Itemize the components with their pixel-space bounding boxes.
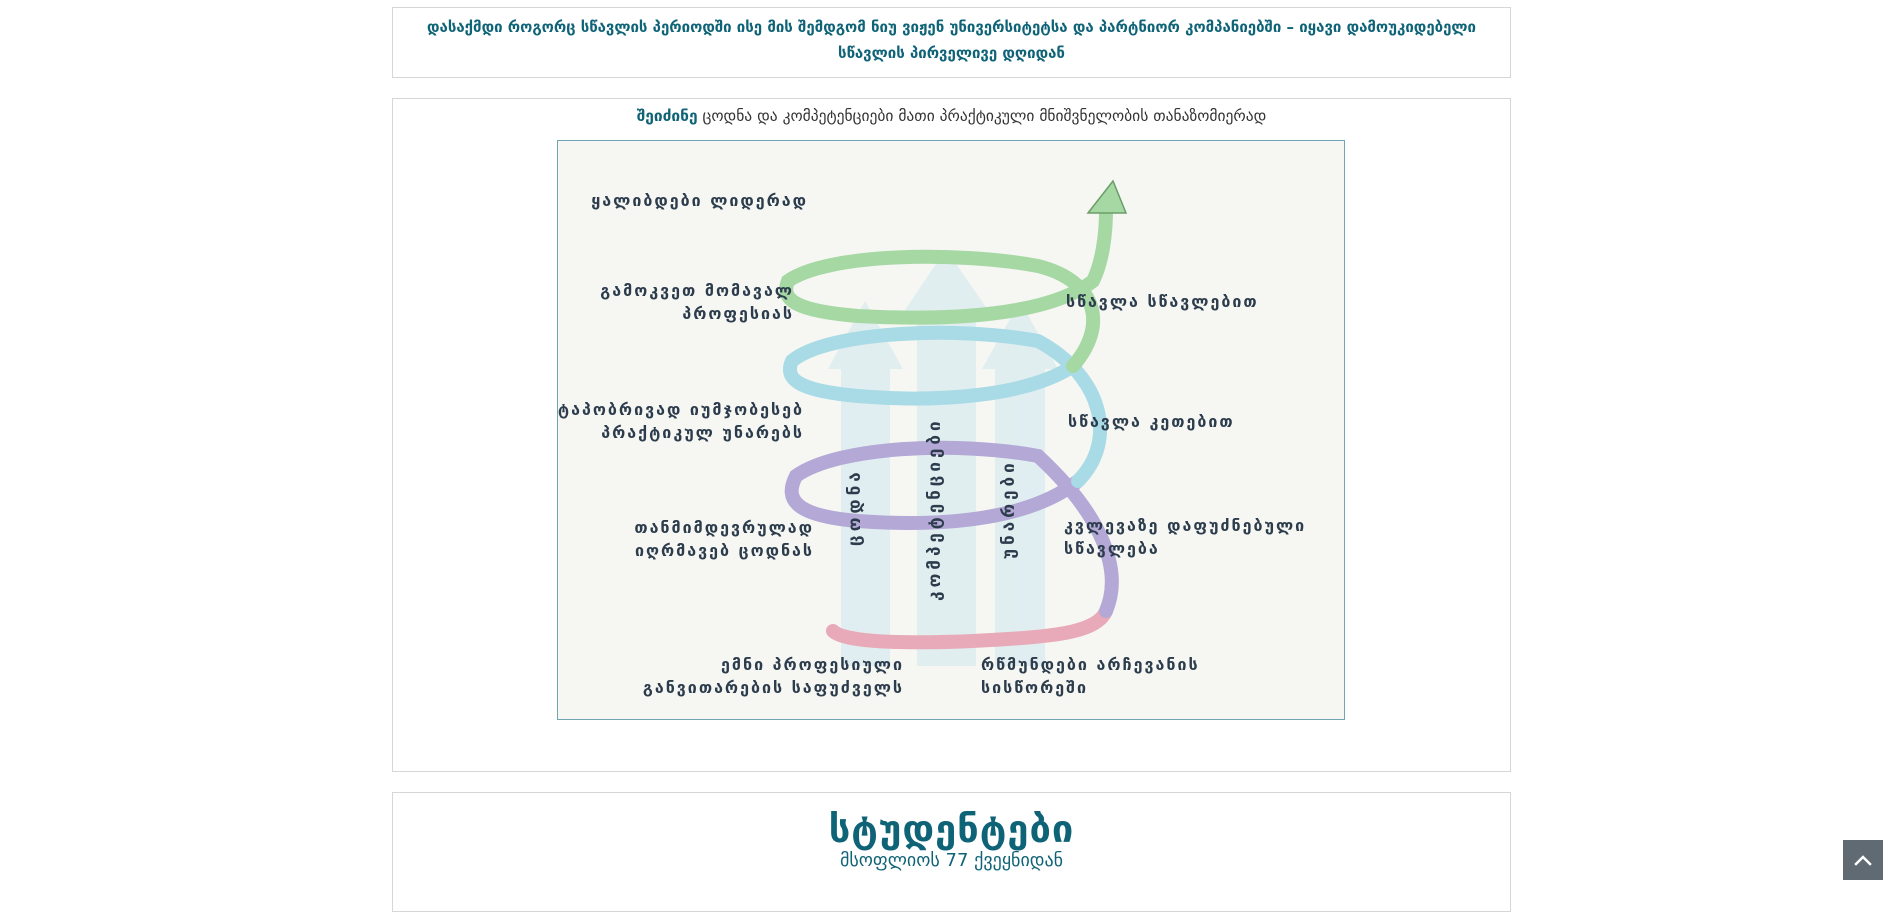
chevron-up-icon [1854,851,1872,870]
intro-line-1: დასაქმდი როგორც სწავლის პერიოდში ისე მის… [427,18,1476,36]
scroll-to-top-button[interactable] [1843,840,1883,880]
intro-card: დასაქმდი როგორც სწავლის პერიოდში ისე მის… [392,7,1511,78]
arrow-labels: ცოდნა კომპეტენციები უნარები [845,417,1019,601]
arrow-label-skills: უნარები [999,459,1019,559]
spiral-segment-pink [826,604,1113,650]
competence-card: შეიძინე ცოდნა და კომპეტენციები მათი პრაქ… [392,98,1511,772]
spiral-arrowhead [1086,179,1128,214]
arrow-label-competencies: კომპეტენციები [925,417,945,601]
students-title: სტუდენტები [828,807,1075,851]
intro-line-2: სწავლის პირველივე დღიდან [838,44,1065,62]
spiral-segment-purple [784,440,1119,618]
growth-spiral [779,179,1128,650]
competence-subtitle: შეიძინე ცოდნა და კომპეტენციები მათი პრაქ… [393,107,1510,125]
left-label-1: ყალიბდები ლიდერად [591,191,808,210]
arrow-label-knowledge: ცოდნა [845,468,865,546]
competence-highlight: შეიძინე [636,107,698,125]
arrow-competencies [903,249,990,666]
right-labels: სწავლა სწავლებით სწავლა კეთებით კვლევაზე… [981,292,1306,697]
competence-text: ცოდნა და კომპეტენციები მათი პრაქტიკული მ… [702,107,1267,125]
right-label-2: სწავლა კეთებით [1068,412,1235,431]
right-label-1: სწავლა სწავლებით [1066,292,1259,311]
students-subtitle: მსოფლიოს 77 ქვეყნიდან [839,850,1064,871]
students-card: სტუდენტები მსოფლიოს 77 ქვეყნიდან [392,792,1511,912]
spiral-segment-cyan [783,325,1107,488]
spiral-segment-green [779,204,1113,373]
intro-text: დასაქმდი როგორც სწავლის პერიოდში ისე მის… [393,14,1510,66]
